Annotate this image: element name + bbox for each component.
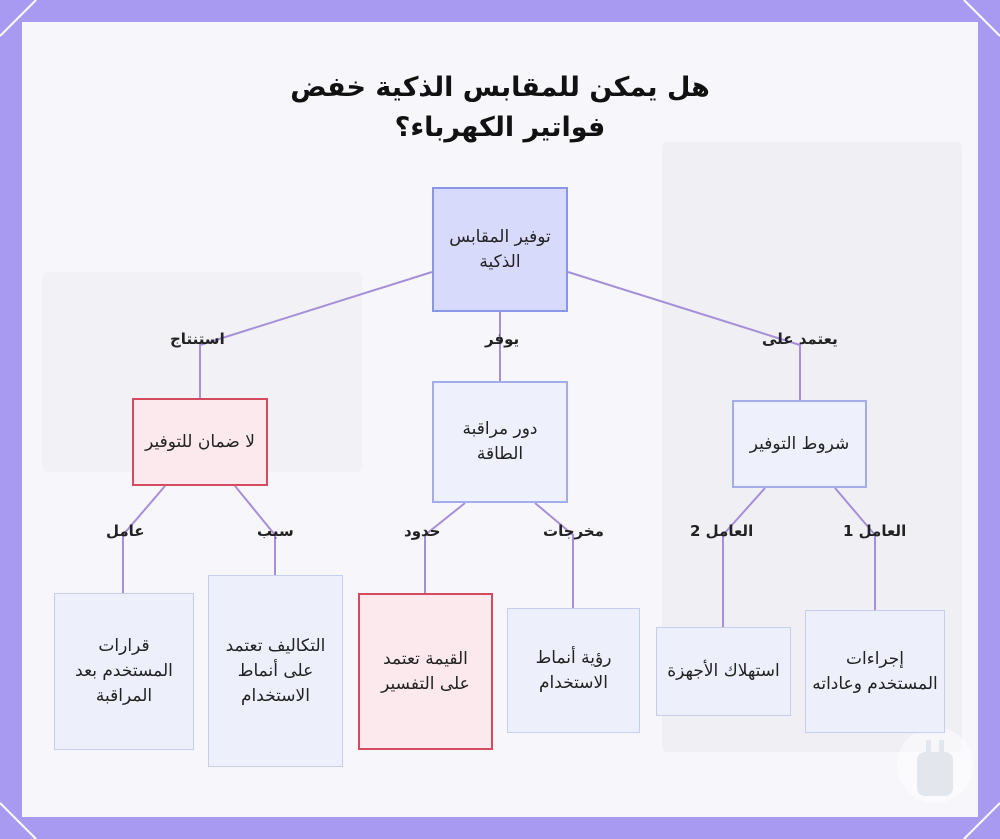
- diagonal-stripe-icon: [0, 802, 37, 839]
- edge-noguarantee-decisions: [122, 485, 166, 593]
- edge-label-conclusion: استنتاج: [170, 330, 225, 348]
- edge-label-outputs: مخرجات: [543, 522, 604, 540]
- node-user-decisions-label: قرارات المستخدم بعد المراقبة: [75, 636, 173, 706]
- node-device-consumption: استهلاك الأجهزة: [656, 627, 791, 716]
- node-no-guarantee: لا ضمان للتوفير: [132, 398, 268, 486]
- edge-label-limits: حدود: [404, 522, 441, 540]
- node-monitoring-label: دور مراقبة الطاقة: [462, 419, 538, 464]
- node-no-guarantee-label: لا ضمان للتوفير: [145, 431, 255, 452]
- edge-monitoring-insight: [534, 502, 574, 608]
- edge-noguarantee-costs: [234, 485, 276, 575]
- node-value-interpretation: القيمة تعتمد على التفسير: [358, 593, 493, 750]
- edge-label-provides: يوفر: [485, 330, 520, 348]
- node-usage-insight-label: رؤية أنماط الاستخدام: [535, 647, 612, 693]
- edge-label-factor2: العامل 2: [690, 522, 754, 540]
- diagonal-stripe-icon: [0, 0, 37, 37]
- node-usage-insight: رؤية أنماط الاستخدام: [507, 608, 640, 733]
- edge-root-noguarantee: [199, 271, 433, 398]
- diagonal-stripe-icon: [963, 0, 1000, 37]
- diagonal-stripe-icon: [963, 802, 1000, 839]
- edge-conditions-devices: [722, 487, 766, 627]
- edge-root-conditions: [567, 271, 801, 400]
- node-monitoring: دور مراقبة الطاقة: [432, 381, 568, 503]
- node-value-interpretation-label: القيمة تعتمد على التفسير: [381, 648, 470, 694]
- node-device-consumption-label: استهلاك الأجهزة: [667, 661, 780, 681]
- edge-label-depends-on: يعتمد على: [762, 330, 838, 348]
- node-conditions-label: شروط التوفير: [749, 433, 850, 454]
- edge-label-factor: عامل: [106, 522, 145, 540]
- node-user-actions-label: إجراءات المستخدم وعاداته: [812, 648, 938, 694]
- node-costs-patterns-label: التكاليف تعتمد على أنماط الاستخدام: [225, 635, 326, 706]
- smart-plug-icon: [897, 727, 973, 803]
- title-line-2: فواتير الكهرباء؟: [394, 112, 606, 143]
- node-user-decisions: قرارات المستخدم بعد المراقبة: [54, 593, 194, 750]
- title-line-1: هل يمكن للمقابس الذكية خفض: [290, 72, 710, 103]
- node-root-label: توفير المقابس الذكية: [449, 226, 551, 272]
- edge-label-factor1: العامل 1: [843, 522, 907, 540]
- node-costs-patterns: التكاليف تعتمد على أنماط الاستخدام: [208, 575, 343, 767]
- edge-conditions-actions: [834, 487, 876, 610]
- node-root: توفير المقابس الذكية: [432, 187, 568, 312]
- node-user-actions: إجراءات المستخدم وعاداته: [805, 610, 945, 733]
- edge-label-cause: سبب: [257, 522, 294, 540]
- page-title: هل يمكن للمقابس الذكية خفض فواتير الكهرب…: [200, 68, 800, 148]
- node-conditions: شروط التوفير: [732, 400, 867, 488]
- edge-monitoring-value: [424, 502, 466, 593]
